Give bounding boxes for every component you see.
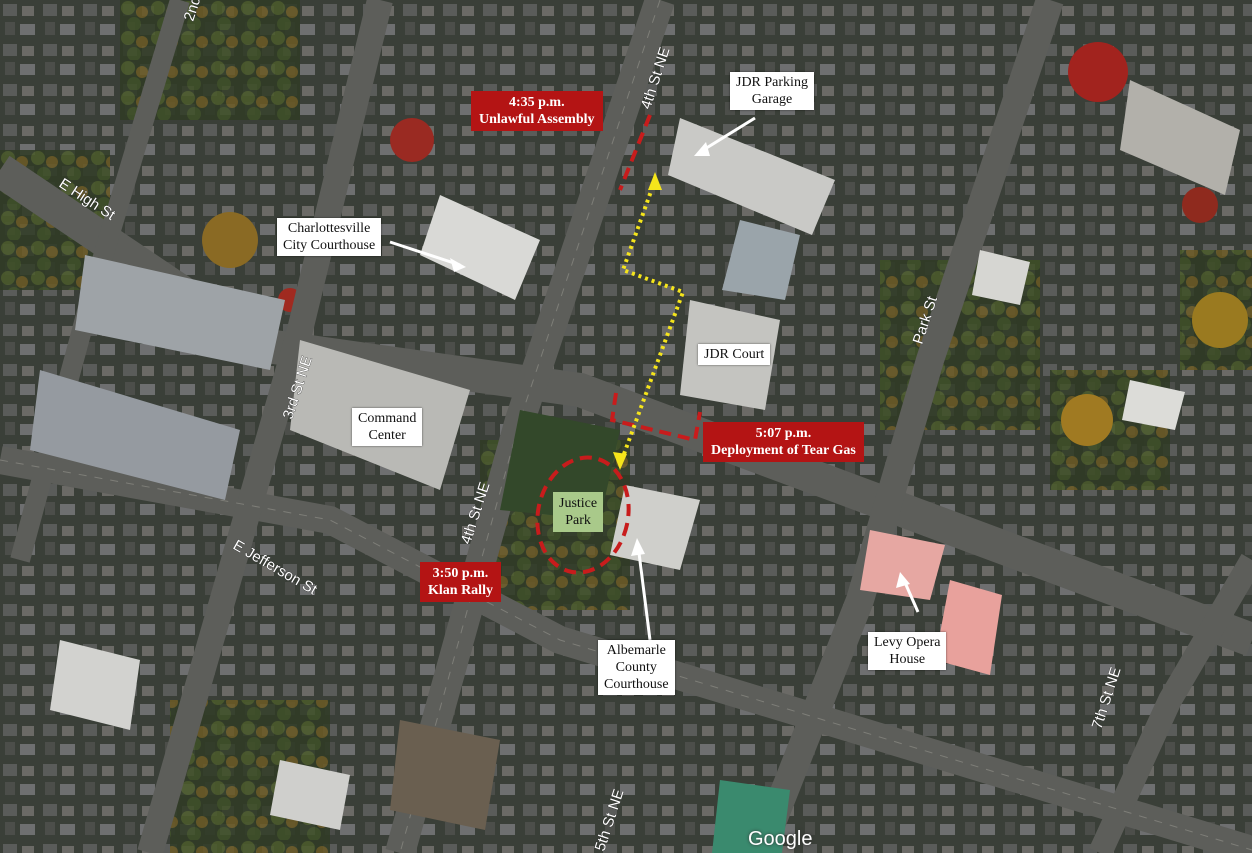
event-tear-gas: 5:07 p.m. Deployment of Tear Gas — [703, 422, 864, 462]
label-albemarle-county-courthouse: Albemarle County Courthouse — [598, 640, 675, 695]
route-arrow-south-icon — [613, 452, 627, 470]
event-klan-rally: 3:50 p.m. Klan Rally — [420, 562, 501, 602]
city-courthouse-pointer — [389, 240, 461, 267]
albemarle-arrowhead-icon — [631, 538, 645, 556]
justice-park-outline — [535, 455, 631, 575]
jdr-garage-pointer — [699, 116, 756, 154]
label-levy-opera-house: Levy Opera House — [868, 632, 947, 670]
label-command-center: Command Center — [352, 408, 423, 446]
city-courthouse-arrowhead-icon — [450, 258, 466, 272]
unlawful-assembly-street-outline — [618, 114, 652, 191]
label-justice-park: Justice Park — [553, 492, 604, 532]
label-jdr-parking-garage: JDR Parking Garage — [730, 72, 814, 110]
route-path — [618, 179, 686, 466]
label-charlottesville-city-courthouse: Charlottesville City Courthouse — [277, 218, 382, 256]
route-arrow-north-icon — [648, 172, 662, 190]
levy-opera-arrowhead-icon — [896, 572, 910, 588]
label-jdr-court: JDR Court — [698, 344, 771, 365]
jdr-garage-arrowhead-icon — [694, 142, 710, 156]
event-outlines — [535, 114, 702, 575]
google-attribution: Google — [748, 828, 813, 850]
event-unlawful-assembly: 4:35 p.m. Unlawful Assembly — [471, 91, 603, 131]
albemarle-courthouse-pointer — [636, 544, 652, 641]
